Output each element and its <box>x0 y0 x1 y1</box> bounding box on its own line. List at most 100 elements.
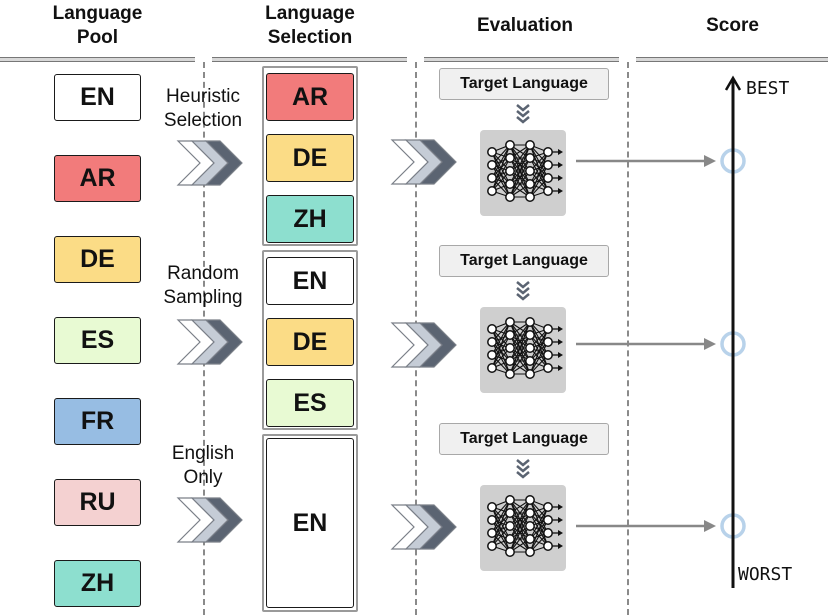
neural-network-icon <box>480 130 566 216</box>
nn-node <box>505 369 515 379</box>
nn-edge <box>509 157 531 198</box>
nn-edge <box>491 499 511 547</box>
nn-output-arrowhead <box>558 365 563 371</box>
nn-output-arrowhead <box>558 162 563 168</box>
nn-edge <box>529 151 549 185</box>
nn-node <box>525 369 535 379</box>
chevron-arrow-to-selection-2 <box>176 319 243 365</box>
nn-node <box>543 173 553 183</box>
header-evaluation: Evaluation <box>476 15 574 36</box>
nn-node <box>487 337 497 347</box>
header-language-pool-line2: Pool <box>76 27 119 48</box>
header-rule-evaluation <box>424 57 619 62</box>
down-chevron <box>516 459 530 467</box>
nn-edge <box>491 321 511 356</box>
nn-edge <box>509 499 531 527</box>
nn-node <box>543 324 553 334</box>
nn-edge <box>509 144 531 185</box>
header-rule-selection <box>212 57 407 62</box>
nn-edge <box>509 321 531 349</box>
nn-edge <box>491 144 511 192</box>
pool-language-es: ES <box>54 317 141 364</box>
down-chevron <box>516 116 530 124</box>
selection-group-heuristic-selection <box>262 66 358 246</box>
nn-node <box>487 324 497 334</box>
nn-node <box>487 515 497 525</box>
down-chevrons-icon <box>516 459 530 479</box>
nn-node <box>543 541 553 551</box>
nn-node <box>525 534 535 544</box>
chevron-arrow-to-evaluation-1-chevron-3 <box>418 139 457 185</box>
nn-node <box>525 495 535 505</box>
neural-network-icon <box>480 307 566 393</box>
score-arrowhead <box>704 338 716 350</box>
nn-edge <box>529 164 549 198</box>
selected-language-ar: AR <box>266 73 354 121</box>
nn-edge <box>529 506 549 540</box>
neural-network-graph <box>487 317 563 379</box>
nn-edge <box>529 341 549 375</box>
nn-node <box>505 140 515 150</box>
nn-edge <box>529 328 549 362</box>
nn-edge <box>529 506 549 553</box>
down-chevron <box>516 104 530 112</box>
nn-node <box>525 330 535 340</box>
pool-language-fr: FR <box>54 398 141 445</box>
nn-node <box>543 502 553 512</box>
nn-output-arrowhead <box>558 517 563 523</box>
chevron-arrow-to-selection-3 <box>176 497 243 543</box>
score-worst-label: WORST <box>738 564 793 585</box>
nn-node <box>543 515 553 525</box>
header-score: Score <box>706 15 759 36</box>
down-chevron <box>516 293 530 301</box>
down-chevrons-icon <box>516 281 530 301</box>
nn-output-arrowhead <box>558 188 563 194</box>
pool-language-de: DE <box>54 236 141 283</box>
column-divider-3 <box>627 62 629 615</box>
nn-node <box>543 337 553 347</box>
nn-edge <box>509 525 531 553</box>
chevron-arrow-to-evaluation-2 <box>390 322 457 368</box>
nn-output-arrowhead <box>558 530 563 536</box>
nn-node <box>505 153 515 163</box>
header-language-pool-line1: Language <box>52 3 143 24</box>
header-rule-pool <box>0 57 195 62</box>
nn-node <box>505 534 515 544</box>
nn-node <box>525 153 535 163</box>
down-chevron <box>516 471 530 479</box>
nn-output-arrowhead <box>558 504 563 510</box>
nn-edge <box>491 157 511 192</box>
method-label-line: Only <box>183 467 223 488</box>
chevron-arrow-to-selection-1-chevron-3 <box>204 140 243 186</box>
header-rule-score <box>636 57 828 62</box>
selection-group-english-only <box>262 434 358 612</box>
nn-edge <box>509 334 531 375</box>
nn-edge <box>509 144 531 172</box>
nn-node <box>525 508 535 518</box>
nn-node <box>487 502 497 512</box>
neural-network-graph <box>487 495 563 557</box>
nn-output-arrowhead <box>558 175 563 181</box>
nn-edge <box>509 499 531 553</box>
target-language-label: Target Language <box>439 68 609 100</box>
target-language-label: Target Language <box>439 245 609 277</box>
down-chevron <box>516 281 530 289</box>
nn-node <box>525 521 535 531</box>
nn-edge <box>491 512 511 547</box>
nn-node <box>525 166 535 176</box>
selected-language-en: EN <box>266 257 354 305</box>
nn-edge <box>529 151 549 198</box>
score-arrowhead <box>704 520 716 532</box>
down-chevron <box>516 465 530 473</box>
nn-node <box>505 495 515 505</box>
selection-group-random-sampling <box>262 250 358 430</box>
nn-output-arrowhead <box>558 352 563 358</box>
score-arrowhead <box>704 155 716 167</box>
method-label-line: Random <box>167 263 239 284</box>
nn-edge <box>491 499 511 534</box>
nn-node <box>543 147 553 157</box>
nn-node <box>505 343 515 353</box>
nn-node <box>487 528 497 538</box>
nn-node <box>505 508 515 518</box>
